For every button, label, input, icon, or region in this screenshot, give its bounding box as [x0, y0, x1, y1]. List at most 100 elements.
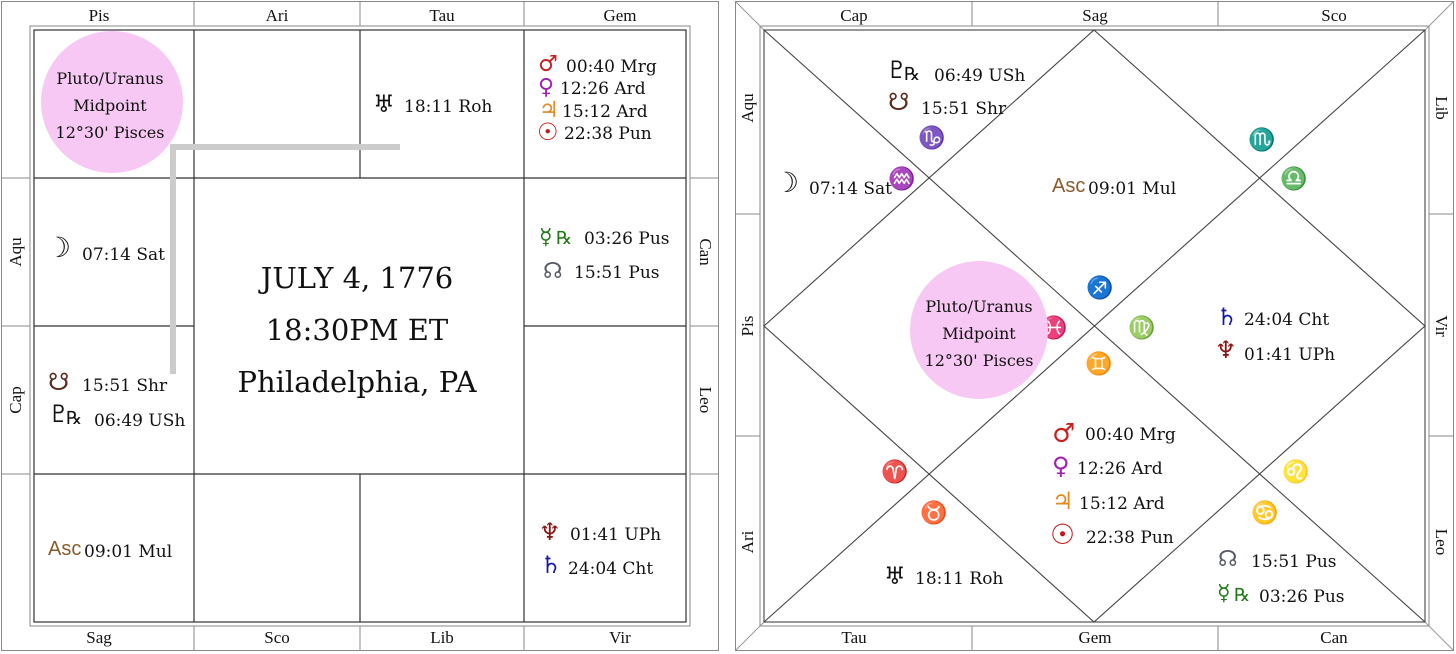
saturn-icon: ♄	[1216, 303, 1238, 331]
cancer-icon: ♋	[1251, 500, 1278, 526]
south-node-icon: ☋	[48, 368, 69, 396]
aquarius-icon: ♒	[888, 166, 915, 192]
retrograde-icon: ℞	[66, 408, 82, 429]
pluto-icon: ♇	[886, 56, 908, 84]
pluto-icon: ♇	[48, 400, 70, 428]
chart-time: 18:30PM ET	[266, 313, 449, 347]
south-node-position: 15:51 Shr	[82, 376, 168, 396]
midpoint-subtitle: Midpoint	[942, 324, 1016, 343]
sign-label-can: Can	[1320, 628, 1348, 647]
sign-label-leo: Leo	[696, 387, 715, 413]
venus-position: 12:26 Ard	[1077, 459, 1163, 479]
sign-label-gem: Gem	[603, 6, 636, 25]
sign-label-cap: Cap	[6, 386, 25, 413]
venus-icon: ♀	[538, 75, 554, 100]
chart-place: Philadelphia, PA	[237, 365, 477, 399]
moon-position: 07:14 Sat	[82, 245, 165, 265]
sign-label-tau: Tau	[841, 628, 867, 647]
sign-label-aqu: Aqu	[6, 237, 25, 267]
ascendant-position: 09:01 Mul	[84, 542, 172, 562]
sun-position: 22:38 Pun	[564, 124, 652, 144]
sign-label-sag: Sag	[1082, 6, 1108, 25]
neptune-icon: ♆	[539, 518, 561, 546]
mercury-icon: ☿	[1217, 581, 1231, 606]
sign-label-ari: Ari	[266, 6, 289, 25]
north-node-position: 15:51 Pus	[574, 263, 660, 283]
sign-label-sco: Sco	[264, 628, 290, 647]
sign-label-gem: Gem	[1078, 628, 1111, 647]
midpoint-title: Pluto/Uranus	[925, 297, 1032, 316]
uranus-icon: ♅	[373, 90, 395, 118]
right-frame-bevels	[736, 2, 1453, 650]
right-inner-frame	[759, 25, 1430, 627]
sign-label-sag: Sag	[86, 628, 112, 647]
sign-label-cap: Cap	[840, 6, 867, 25]
sign-label-leo: Leo	[1432, 529, 1451, 555]
ascendant-position: 09:01 Mul	[1088, 179, 1176, 199]
sign-label-sco: Sco	[1321, 6, 1347, 25]
mars-position: 00:40 Mrg	[566, 57, 657, 77]
scorpio-icon: ♏	[1248, 127, 1275, 153]
left-rim-dividers	[2, 2, 718, 650]
moon-icon: ☽	[774, 166, 799, 199]
saturn-position: 24:04 Cht	[568, 559, 653, 579]
moon-icon: ☽	[46, 231, 71, 264]
saturn-icon: ♄	[540, 551, 562, 579]
moon-position: 07:14 Sat	[809, 179, 892, 199]
sign-label-vir: Vir	[609, 628, 631, 647]
midpoint-title: Pluto/Uranus	[56, 69, 163, 88]
midpoint-degree: 12°30' Pisces	[925, 351, 1034, 370]
mars-position: 00:40 Mrg	[1085, 425, 1176, 445]
north-node-position: 15:51 Pus	[1251, 552, 1337, 572]
north-indian-chart-svg: Cap Sag Sco Tau Gem Can Aqu Pis Ari Lib …	[736, 2, 1453, 650]
mercury-position: 03:26 Pus	[1259, 587, 1345, 607]
leo-icon: ♌	[1282, 459, 1309, 485]
mars-icon: ♂	[538, 52, 558, 77]
sagittarius-icon: ♐	[1086, 275, 1113, 301]
uranus-position: 18:11 Roh	[915, 569, 1003, 589]
venus-position: 12:26 Ard	[560, 79, 646, 99]
sign-label-aqu: Aqu	[738, 93, 757, 123]
virgo-icon: ♍	[1128, 315, 1155, 341]
sign-label-ari: Ari	[738, 530, 757, 553]
saturn-position: 24:04 Cht	[1244, 310, 1329, 330]
jupiter-icon: ♃	[1052, 487, 1074, 515]
mars-icon: ♂	[1052, 419, 1075, 449]
uranus-icon: ♅	[884, 562, 906, 590]
south-node-icon: ☋	[888, 88, 909, 116]
sign-label-pis: Pis	[738, 316, 757, 337]
north-indian-chart: Cap Sag Sco Tau Gem Can Aqu Pis Ari Lib …	[735, 1, 1454, 651]
midpoint-connector-line	[170, 144, 400, 374]
sign-label-tau: Tau	[429, 6, 455, 25]
ascendant-icon: Asc	[1052, 175, 1085, 197]
north-node-icon: ☊	[543, 259, 563, 284]
pluto-position: 06:49 USh	[934, 66, 1025, 86]
jupiter-position: 15:12 Ard	[562, 102, 648, 122]
jupiter-icon: ♃	[539, 98, 559, 123]
right-rim-dividers	[736, 2, 1453, 650]
neptune-icon: ♆	[1215, 336, 1237, 364]
sign-label-lib: Lib	[1432, 96, 1451, 120]
right-house-diagram	[763, 29, 1426, 623]
south-node-position: 15:51 Shr	[921, 99, 1007, 119]
venus-icon: ♀	[1052, 452, 1070, 480]
retrograde-icon: ℞	[556, 228, 572, 249]
neptune-position: 01:41 UPh	[1244, 345, 1335, 365]
pluto-position: 06:49 USh	[94, 411, 185, 431]
mercury-position: 03:26 Pus	[584, 229, 670, 249]
south-indian-chart-svg: Pis Ari Tau Gem Sag Sco Lib Vir Aqu Cap …	[2, 2, 718, 650]
neptune-position: 01:41 UPh	[570, 525, 661, 545]
retrograde-icon: ℞	[904, 64, 920, 85]
chart-date: JULY 4, 1776	[258, 261, 454, 295]
capricorn-icon: ♑	[918, 125, 945, 151]
libra-icon: ♎	[1280, 166, 1307, 192]
south-indian-chart: Pis Ari Tau Gem Sag Sco Lib Vir Aqu Cap …	[1, 1, 719, 651]
retrograde-icon: ℞	[1234, 585, 1250, 606]
gemini-icon: ♊	[1085, 351, 1112, 377]
left-house-grid	[33, 29, 687, 623]
midpoint-subtitle: Midpoint	[73, 96, 147, 115]
taurus-icon: ♉	[920, 500, 947, 526]
midpoint-degree: 12°30' Pisces	[56, 123, 165, 142]
north-node-icon: ☊	[1218, 547, 1238, 572]
jupiter-position: 15:12 Ard	[1079, 494, 1165, 514]
